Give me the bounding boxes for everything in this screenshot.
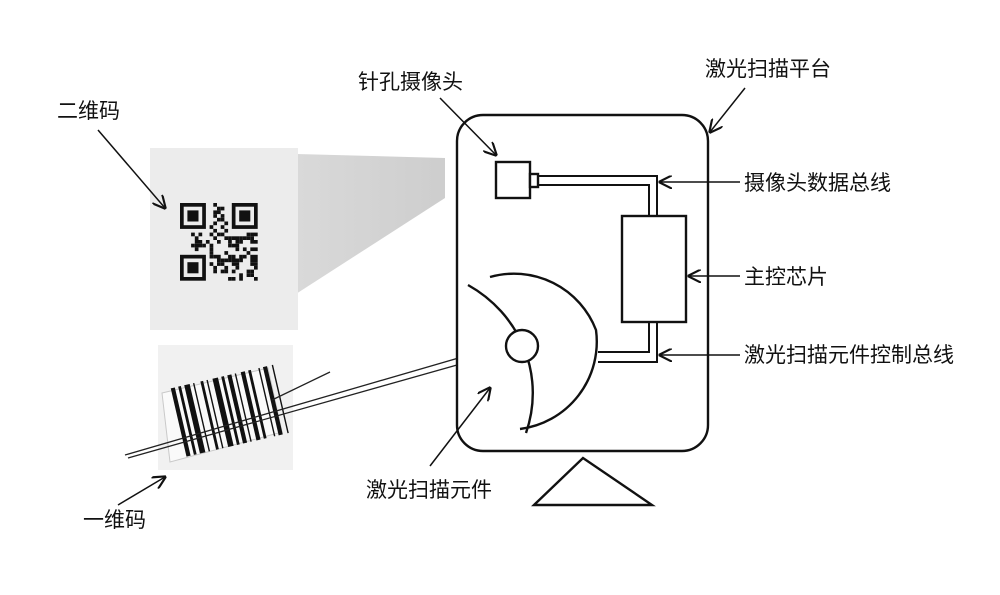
label-laser-platform: 激光扫描平台: [705, 57, 831, 81]
platform-stand: [531, 456, 656, 507]
laser-control-bus: [598, 322, 658, 363]
label-qr-code: 二维码: [57, 99, 120, 123]
laser-beam-mid: [271, 371, 331, 401]
label-pinhole-camera: 针孔摄像头: [358, 70, 463, 94]
pointer-arrows: [97, 87, 746, 506]
laser-scan-arc: [489, 272, 598, 431]
scanner-platform: [455, 113, 710, 507]
barcode-bars: [170, 364, 289, 457]
main-chip: [620, 214, 688, 324]
laser-emitter: [504, 328, 540, 364]
arrow-qr: [97, 129, 165, 208]
laser-beam-upper: [124, 342, 511, 456]
pinhole-camera: [494, 160, 532, 200]
camera-data-bus: [538, 175, 658, 216]
arrow-platform: [710, 87, 746, 132]
arrow-camera: [439, 97, 496, 155]
qr-code-image: [180, 203, 258, 281]
qr-code-group: [150, 148, 445, 330]
label-camera-bus: 摄像头数据总线: [744, 171, 891, 195]
label-laser-element: 激光扫描元件: [366, 478, 492, 502]
barcode-group: [158, 345, 293, 470]
qr-code-card: [150, 148, 298, 330]
label-barcode: 一维码: [83, 508, 146, 532]
camera-mount: [528, 172, 540, 189]
laser-beam-lower: [127, 349, 511, 459]
arrow-barcode: [117, 477, 165, 506]
label-laser-control-bus: 激光扫描元件控制总线: [744, 343, 954, 367]
laser-beams: [124, 342, 511, 459]
arrow-laser-element: [429, 388, 490, 467]
label-main-chip: 主控芯片: [744, 265, 828, 289]
